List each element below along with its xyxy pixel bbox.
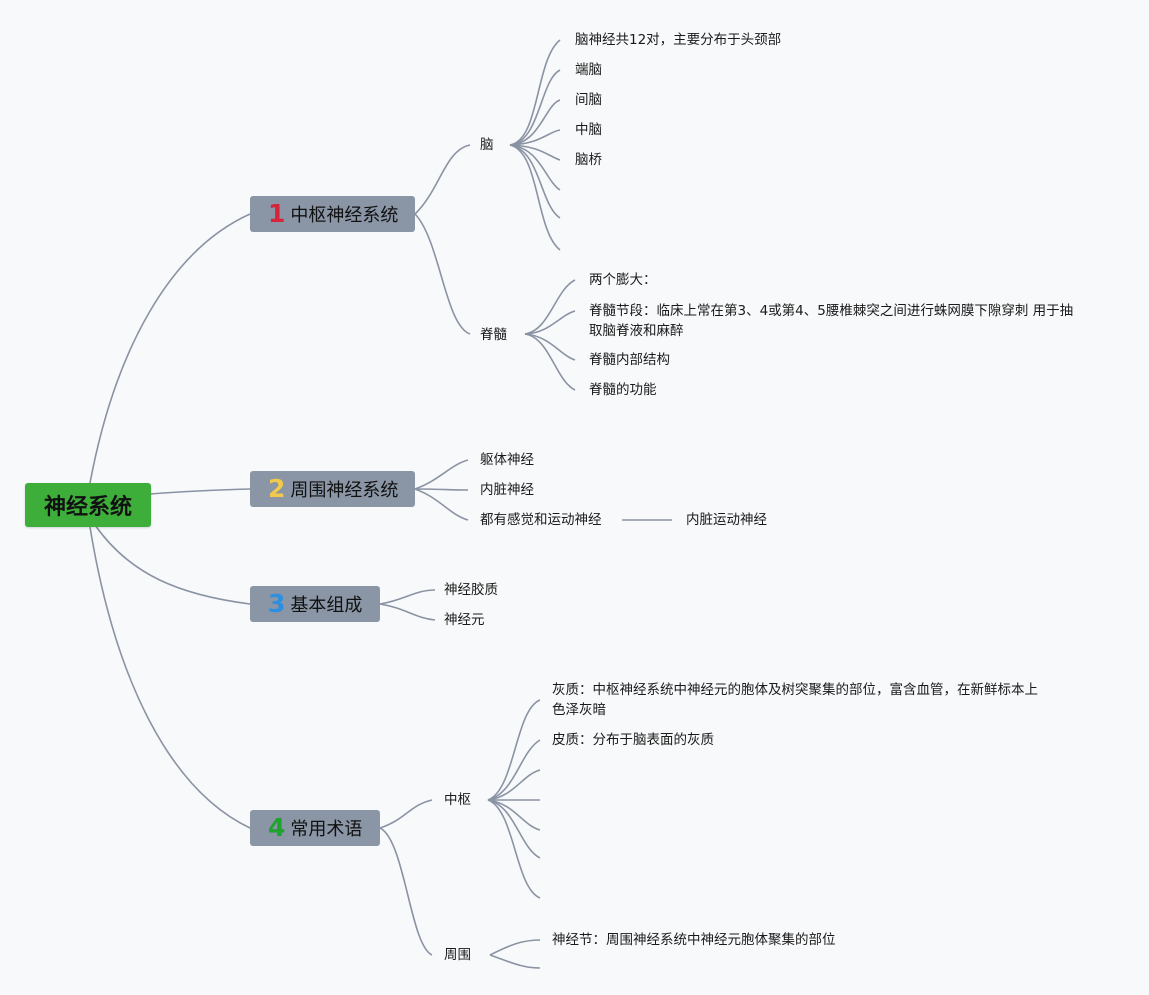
leaf-spinal-item[interactable]: 脊髓的功能 <box>589 382 657 398</box>
leaf-peripheral-item[interactable]: 躯体神经 <box>480 452 534 468</box>
branch-label: 常用术语 <box>290 819 363 840</box>
branch-label: 中枢神经系统 <box>290 205 399 226</box>
branch-number: 4 <box>268 813 286 842</box>
branch-label: 周围神经系统 <box>290 480 399 501</box>
leaf-composition-item[interactable]: 神经胶质 <box>444 582 498 598</box>
leaf-brain-item[interactable]: 脑神经共12对，主要分布于头颈部 <box>575 32 782 48</box>
branch-central-nervous-system[interactable]: 1 中枢神经系统 <box>250 196 415 232</box>
leaf-term-item[interactable]: 灰质：中枢神经系统中神经元的胞体及树突聚集的部位，富含血管，在新鲜标本上色泽灰暗 <box>552 682 1038 718</box>
branch-common-terms[interactable]: 4 常用术语 <box>250 810 380 846</box>
leaf-visceral-motor[interactable]: 内脏运动神经 <box>686 512 767 528</box>
leaf-brain-item[interactable]: 间脑 <box>575 92 602 108</box>
branch-number: 1 <box>268 199 286 228</box>
node-brain[interactable]: 脑 <box>480 137 494 153</box>
branch-basic-composition[interactable]: 3 基本组成 <box>250 586 380 622</box>
branch-number: 2 <box>268 474 286 503</box>
leaf-brain-item[interactable]: 脑桥 <box>575 152 602 168</box>
leaf-composition-item[interactable]: 神经元 <box>444 612 485 628</box>
root-node[interactable]: 神经系统 <box>25 483 151 527</box>
root-label: 神经系统 <box>43 495 132 520</box>
leaf-brain-item[interactable]: 端脑 <box>575 62 602 78</box>
leaf-term-item[interactable]: 神经节：周围神经系统中神经元胞体聚集的部位 <box>552 932 836 948</box>
leaf-peripheral-item[interactable]: 内脏神经 <box>480 482 534 498</box>
node-central-terms[interactable]: 中枢 <box>444 792 471 808</box>
leaf-spinal-item[interactable]: 脊髓内部结构 <box>589 352 670 368</box>
leaf-term-item[interactable]: 皮质：分布于脑表面的灰质 <box>552 732 714 748</box>
branch-number: 3 <box>268 589 286 618</box>
leaf-peripheral-item[interactable]: 都有感觉和运动神经 <box>480 512 602 528</box>
leaf-spinal-item[interactable]: 两个膨大： <box>589 272 657 288</box>
leaf-brain-item[interactable]: 中脑 <box>575 122 602 138</box>
node-spinal-cord[interactable]: 脊髓 <box>480 327 507 343</box>
node-peripheral-terms[interactable]: 周围 <box>444 947 471 963</box>
branch-peripheral-nervous-system[interactable]: 2 周围神经系统 <box>250 471 415 507</box>
branch-label: 基本组成 <box>290 595 363 616</box>
leaf-spinal-item[interactable]: 脊髓节段：临床上常在第3、4或第4、5腰椎棘突之间进行蛛网膜下隙穿刺 用于抽取脑… <box>589 303 1074 339</box>
